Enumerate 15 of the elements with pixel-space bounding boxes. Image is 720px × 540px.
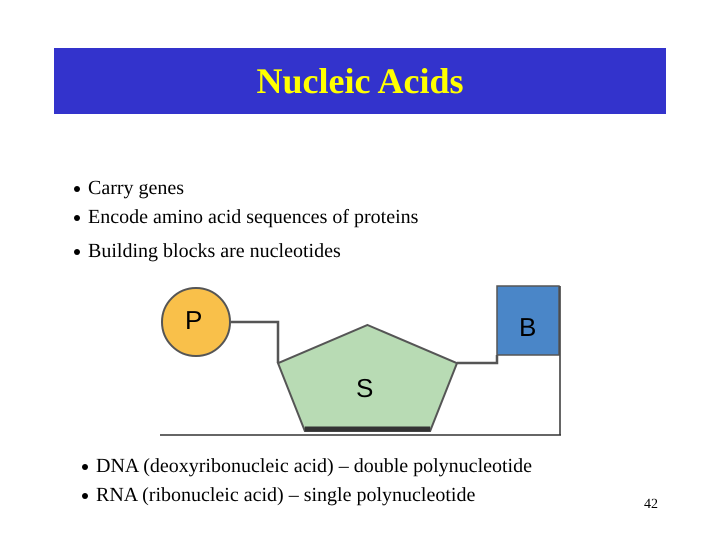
node-label: B (519, 312, 536, 343)
base-box (497, 286, 559, 355)
bullet-text: Building blocks are nucleotides (88, 239, 341, 263)
bullet-text: DNA (deoxyribonucleic acid) – double polynucleotide (96, 454, 532, 478)
sugar-pentagon (278, 325, 457, 431)
page-number: 42 (644, 497, 658, 513)
bullet-text: Encode amino acid sequences of proteins (88, 205, 418, 229)
node-label: S (356, 373, 374, 404)
bullet-text: Carry genes (88, 176, 184, 200)
connector-line (457, 355, 498, 364)
bullet-text: RNA (ribonucleic acid) – single polynucleotide (96, 483, 476, 507)
phosphate-circle (161, 287, 231, 357)
node-label: P (185, 305, 202, 336)
title-banner: Nucleic Acids (54, 48, 666, 114)
connector-line (231, 320, 280, 363)
